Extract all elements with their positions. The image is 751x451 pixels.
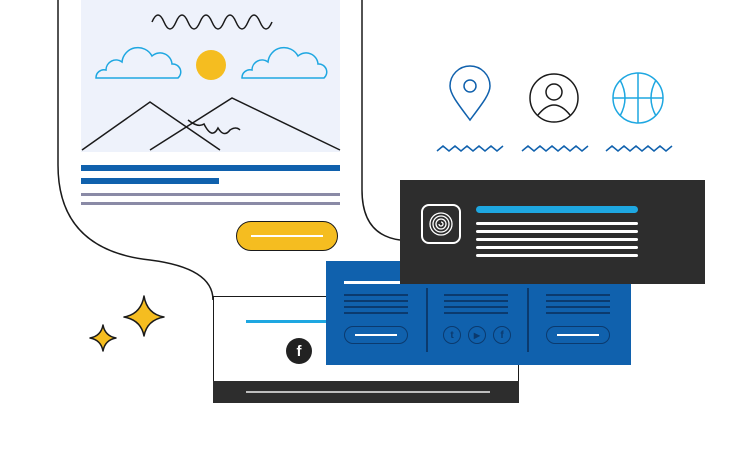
user-profile-icon xyxy=(529,73,579,123)
blue-panel-title-bar xyxy=(344,281,402,284)
text-line xyxy=(546,306,610,308)
facebook-icon[interactable]: f xyxy=(493,326,511,344)
wave-icon xyxy=(605,145,673,152)
twitter-icon[interactable]: t xyxy=(443,326,461,344)
facebook-icon[interactable]: f xyxy=(286,338,312,364)
column-divider xyxy=(527,288,529,352)
fingerprint-button[interactable] xyxy=(421,204,461,244)
lower-card-accent-line xyxy=(246,320,336,323)
map-pin-icon xyxy=(449,65,491,122)
fingerprint-icon xyxy=(429,212,453,236)
text-line xyxy=(546,312,610,314)
text-line xyxy=(476,230,638,233)
text-line xyxy=(476,222,638,225)
dark-panel-accent-bar xyxy=(476,206,638,213)
youtube-icon[interactable]: ▶ xyxy=(468,326,486,344)
text-line xyxy=(444,312,508,314)
cloud-icon xyxy=(95,46,182,79)
sparkle-icon xyxy=(89,324,117,352)
cloud-icon xyxy=(241,46,328,79)
sparkle-icon xyxy=(123,295,165,337)
text-line xyxy=(344,294,408,296)
wave-icon xyxy=(151,14,273,30)
cta-button[interactable] xyxy=(236,221,338,251)
blue-panel-button-2[interactable] xyxy=(546,326,610,344)
wave-icon xyxy=(436,145,504,152)
text-line xyxy=(444,294,508,296)
text-line xyxy=(344,312,408,314)
headline-bar xyxy=(81,165,340,171)
text-line xyxy=(546,294,610,296)
text-line xyxy=(344,300,408,302)
column-divider xyxy=(426,288,428,352)
footer-line xyxy=(246,391,490,393)
text-line xyxy=(444,306,508,308)
sun-icon xyxy=(196,50,226,80)
text-line xyxy=(476,254,638,257)
text-line xyxy=(344,306,408,308)
mountain-icon xyxy=(81,97,341,151)
text-line xyxy=(476,238,638,241)
text-line xyxy=(546,300,610,302)
text-line xyxy=(444,300,508,302)
text-line xyxy=(81,193,340,196)
blue-panel-button-1[interactable] xyxy=(344,326,408,344)
text-line xyxy=(476,246,638,249)
wave-icon xyxy=(521,145,589,152)
basketball-icon xyxy=(612,72,664,124)
text-line xyxy=(81,202,340,205)
subheadline-bar xyxy=(81,178,219,184)
